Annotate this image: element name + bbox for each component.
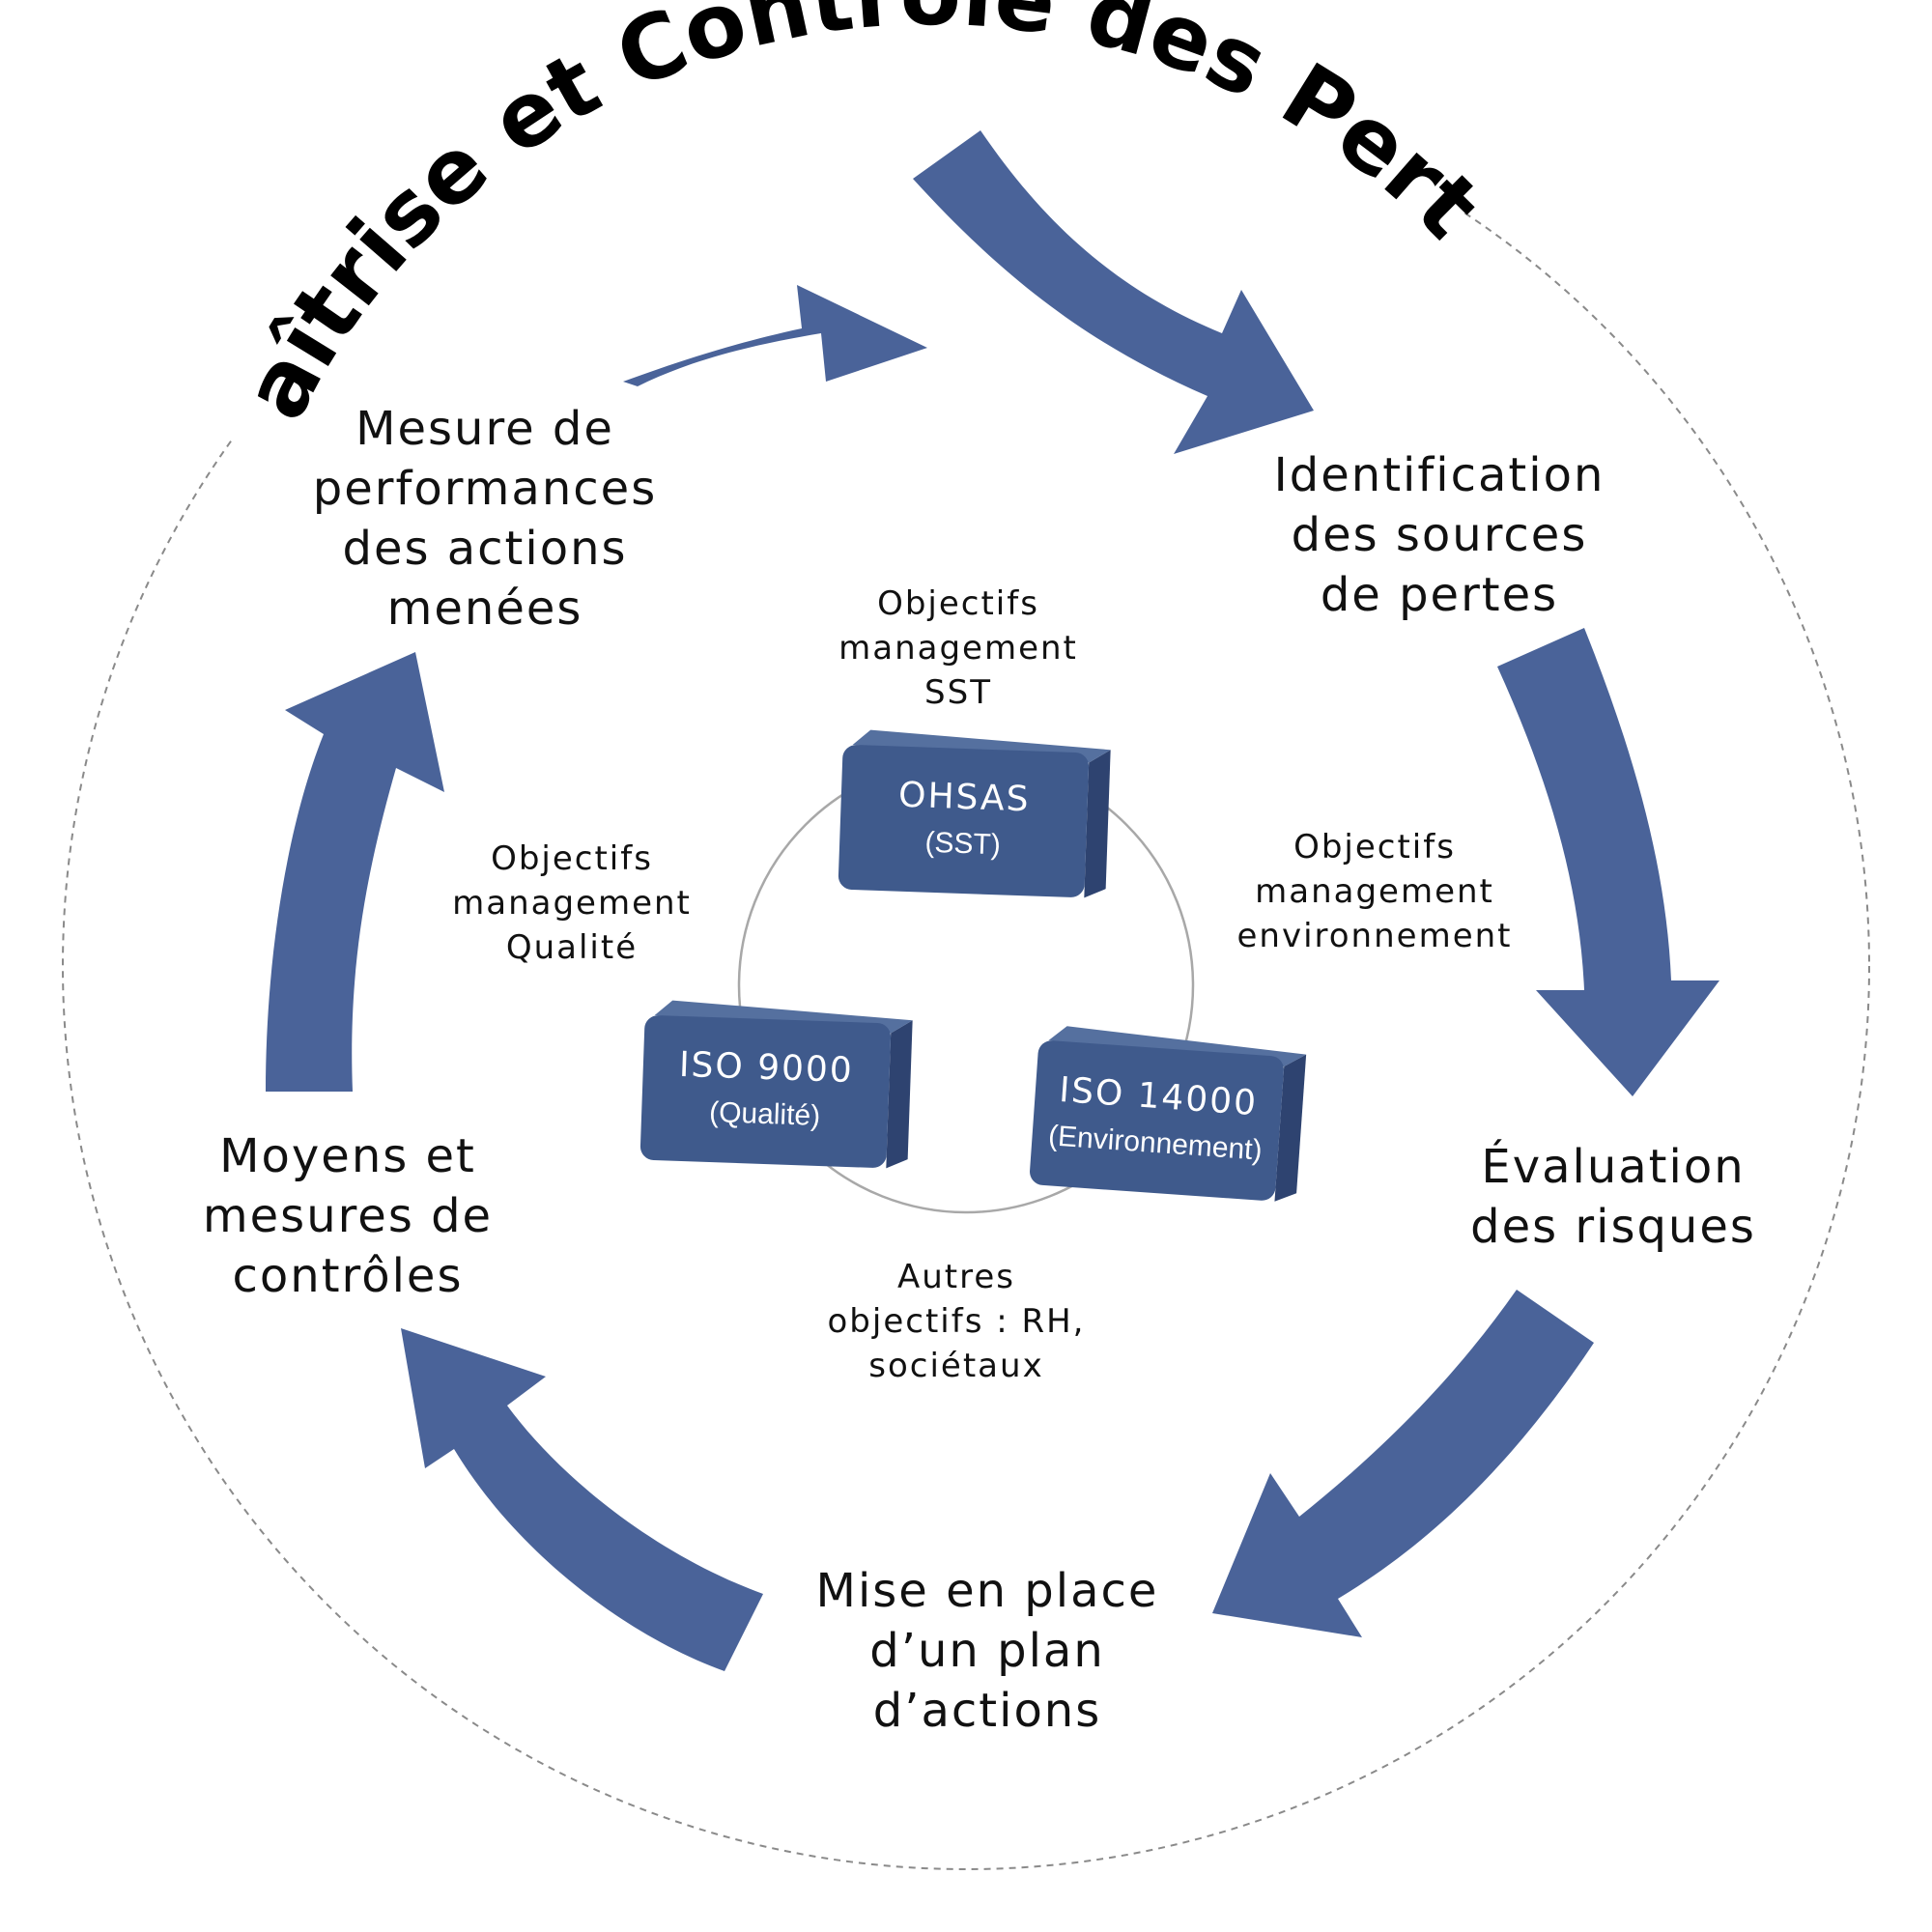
objective-sst-line: Objectifs xyxy=(877,584,1039,623)
stage-performance-measure-line: performances xyxy=(313,462,657,516)
stage-identification-line: Identification xyxy=(1274,448,1605,502)
stage-control-measures-line: mesures de xyxy=(203,1189,493,1243)
standard-boxes: OHSAS (SST) ISO 14000(Environnement) ISO 90… xyxy=(639,729,1307,1202)
objective-other-line: Autres xyxy=(897,1258,1015,1296)
objective-other-line: objectifs : RH, xyxy=(828,1302,1086,1341)
box-subtitle: (SST) xyxy=(924,827,1001,862)
objective-environment-line: management xyxy=(1255,872,1494,911)
cycle-arrow-4 xyxy=(401,1328,763,1671)
stage-evaluation-line: des risques xyxy=(1470,1200,1756,1254)
stage-performance-measure-line: menées xyxy=(387,582,583,636)
cycle-arrow-5 xyxy=(266,652,444,1092)
outer-dashed-circle xyxy=(62,62,1870,1870)
stage-evaluation-line: Évaluation xyxy=(1481,1139,1745,1194)
box-front-face xyxy=(838,745,1090,897)
objective-sst-line: SST xyxy=(924,673,992,712)
objective-environment-line: Objectifs xyxy=(1293,828,1456,867)
objective-other: Autres objectifs : RH, sociétaux xyxy=(828,1258,1086,1385)
stage-identification-line: des sources xyxy=(1292,508,1588,562)
objective-sst-line: management xyxy=(838,629,1078,668)
cycle-arrow-6 xyxy=(623,285,927,386)
cycle-arrow-3 xyxy=(1212,1290,1594,1637)
stage-performance-measure-line: Mesure de xyxy=(355,402,614,456)
box-title: ISO 9000 xyxy=(678,1045,854,1091)
box-side-face xyxy=(1084,750,1111,898)
stage-identification: Identification des sources de pertes xyxy=(1274,448,1605,622)
box-iso-9000: ISO 9000 (Qualité) xyxy=(639,1000,913,1169)
stage-action-plan-line: d’actions xyxy=(873,1684,1101,1738)
objective-quality-line: Objectifs xyxy=(491,839,653,878)
objective-environment-line: environnement xyxy=(1236,917,1512,955)
cycle-stage-labels: Identification des sources de pertesÉvalua… xyxy=(203,402,1756,1738)
stage-action-plan-line: d’un plan xyxy=(869,1624,1104,1678)
objective-quality-line: management xyxy=(452,884,692,923)
box-side-face xyxy=(886,1020,913,1169)
box-subtitle: (Qualité) xyxy=(709,1096,821,1132)
cycle-arrow-1 xyxy=(913,130,1314,454)
cycle-arrows xyxy=(266,130,1719,1671)
stage-control-measures: Moyens et mesures de contrôles xyxy=(203,1129,493,1303)
stage-identification-line: de pertes xyxy=(1321,568,1558,622)
stage-action-plan-line: Mise en place xyxy=(816,1564,1159,1618)
objective-quality-line: Qualité xyxy=(506,928,638,967)
objective-other-line: sociétaux xyxy=(868,1347,1043,1385)
stage-control-measures-line: contrôles xyxy=(233,1249,464,1303)
box-iso-14000: ISO 14000(Environnement) xyxy=(1030,1026,1307,1202)
box-title: OHSAS xyxy=(897,776,1031,820)
stage-control-measures-line: Moyens et xyxy=(219,1129,476,1183)
stage-performance-measure: Mesure de performances des actions menées xyxy=(313,402,657,636)
box-front-face xyxy=(1030,1040,1284,1201)
stage-evaluation: Évaluation des risques xyxy=(1470,1139,1756,1254)
stage-action-plan: Mise en place d’un plan d’actions xyxy=(816,1564,1159,1738)
cycle-arrow-2 xyxy=(1497,628,1719,1096)
objective-environment: Objectifs management environnement xyxy=(1236,828,1512,955)
box-side-face xyxy=(1274,1054,1307,1202)
box-front-face xyxy=(639,1015,892,1168)
stage-performance-measure-line: des actions xyxy=(342,522,627,576)
box-ohsas: OHSAS (SST) xyxy=(838,729,1111,898)
